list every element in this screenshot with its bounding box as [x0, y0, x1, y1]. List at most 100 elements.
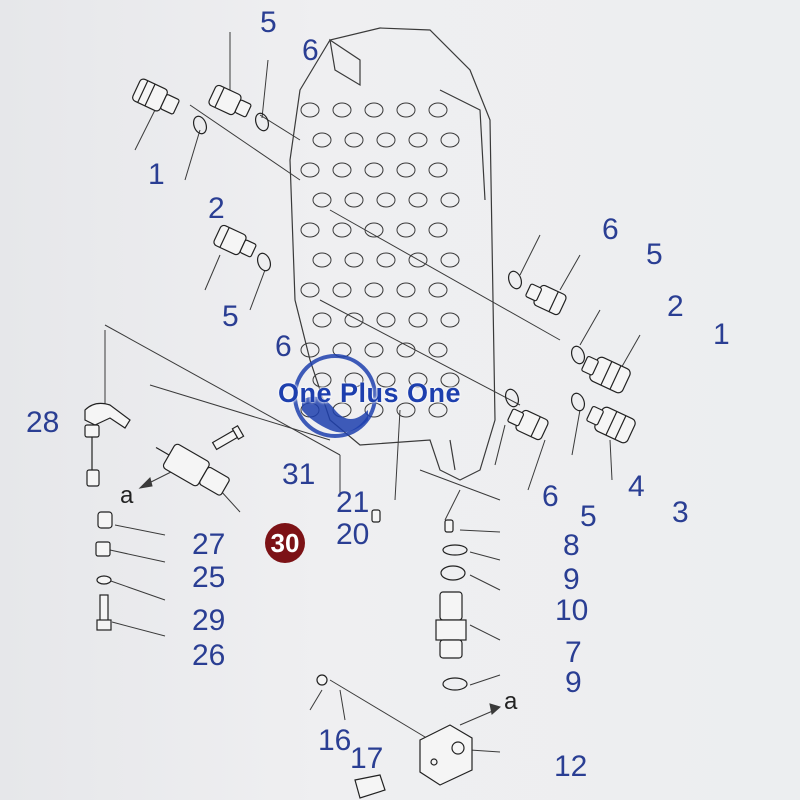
valve-port	[428, 102, 448, 118]
valve-port	[300, 162, 320, 178]
valve-port	[428, 162, 448, 178]
callout-5: 5	[222, 300, 239, 333]
relief-valve-2a	[208, 84, 252, 118]
valve-port	[312, 312, 332, 328]
valve-port	[440, 252, 460, 268]
relief-valve-2b	[213, 224, 257, 258]
o-ring	[440, 565, 466, 581]
mounting-bolt	[96, 594, 112, 631]
cover-plate	[419, 724, 473, 786]
bolt	[211, 424, 245, 451]
bracket	[95, 541, 111, 557]
relief-valve-1a	[132, 78, 180, 115]
valve-port	[428, 222, 448, 238]
callout-2: 2	[208, 192, 225, 225]
valve-port	[312, 372, 332, 388]
callout-25: 25	[192, 561, 226, 594]
valve-port	[344, 312, 364, 328]
valve-port	[396, 162, 416, 178]
callout-1: 1	[148, 158, 165, 191]
valve-port	[300, 102, 320, 118]
valve-port	[440, 312, 460, 328]
relief-valve-6c	[507, 408, 549, 441]
spacer	[97, 511, 113, 529]
o-ring	[442, 677, 468, 691]
solenoid-valve	[155, 443, 230, 496]
valve-port	[428, 342, 448, 358]
valve-port	[376, 372, 396, 388]
valve-port	[376, 312, 396, 328]
o-ring	[254, 112, 270, 132]
spool	[435, 591, 467, 659]
callout-6: 6	[302, 34, 319, 67]
callout-1: 1	[713, 318, 730, 351]
watermark-logo: One Plus One	[278, 378, 462, 408]
callout-28: 28	[26, 406, 60, 439]
valve-port	[344, 132, 364, 148]
clip	[371, 509, 381, 523]
callout-12: 12	[554, 750, 588, 783]
washer	[96, 575, 112, 585]
reference-letter-a: a	[120, 482, 134, 509]
callout-27: 27	[192, 528, 226, 561]
o-ring	[570, 345, 586, 365]
valve-port	[428, 282, 448, 298]
valve-port	[376, 252, 396, 268]
valve-port	[332, 222, 352, 238]
valve-port	[440, 132, 460, 148]
callout-20: 20	[336, 518, 370, 551]
callout-9: 9	[565, 666, 582, 699]
valve-port	[332, 162, 352, 178]
solenoid-connector	[84, 402, 131, 429]
o-ring	[504, 388, 520, 408]
valve-port	[408, 312, 428, 328]
callout-16: 16	[318, 724, 352, 757]
valve-port	[364, 282, 384, 298]
valve-port	[396, 402, 416, 418]
valve-port	[376, 192, 396, 208]
reference-letter-a: a	[504, 688, 518, 715]
relief-valve-4	[586, 405, 636, 444]
callout-6: 6	[275, 330, 292, 363]
callout-6: 6	[542, 480, 559, 513]
valve-port	[364, 162, 384, 178]
valve-port	[344, 372, 364, 388]
valve-port	[332, 102, 352, 118]
valve-port	[396, 102, 416, 118]
valve-port	[300, 222, 320, 238]
callout-5: 5	[646, 238, 663, 271]
callout-31: 31	[282, 458, 316, 491]
valve-port	[344, 192, 364, 208]
valve-port	[408, 192, 428, 208]
bracket-lower	[354, 774, 386, 799]
valve-port	[364, 102, 384, 118]
callout-3: 3	[672, 496, 689, 529]
highlight-badge: 30	[265, 523, 305, 563]
callout-2: 2	[667, 290, 684, 323]
ball	[316, 674, 328, 686]
valve-port	[428, 402, 448, 418]
o-ring	[256, 252, 272, 272]
valve-port	[408, 132, 428, 148]
o-ring	[192, 115, 208, 135]
valve-port	[312, 252, 332, 268]
o-ring	[570, 392, 586, 412]
relief-valve-1b	[581, 355, 631, 394]
valve-port	[332, 282, 352, 298]
valve-port	[300, 282, 320, 298]
valve-body	[289, 27, 496, 481]
valve-port	[344, 252, 364, 268]
callout-4: 4	[628, 470, 645, 503]
connector-plug	[84, 424, 100, 438]
callout-21: 21	[336, 486, 370, 519]
valve-port	[408, 372, 428, 388]
callout-6: 6	[602, 213, 619, 246]
valve-port	[408, 252, 428, 268]
valve-port	[300, 342, 320, 358]
callout-9: 9	[563, 563, 580, 596]
relief-valve-6b	[525, 283, 567, 316]
globe-icon	[293, 354, 377, 438]
callout-5: 5	[580, 500, 597, 533]
